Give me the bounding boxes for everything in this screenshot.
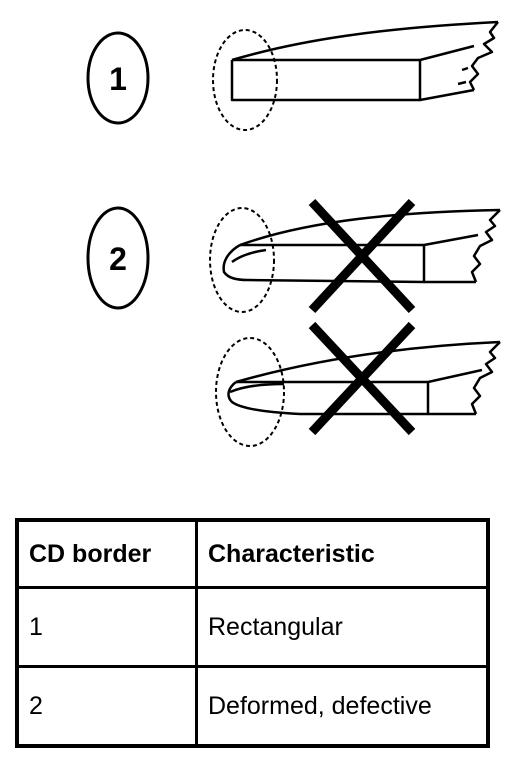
rectangular-edge-profile	[230, 20, 499, 102]
cell-border-2: 2	[15, 665, 198, 748]
deformed-edge-profile-a	[222, 208, 501, 284]
label-1-oval	[86, 31, 150, 125]
deformed-edge-profile-b	[227, 340, 501, 416]
label-1-text: 1	[109, 61, 127, 97]
table-row: 1 Rectangular	[15, 586, 490, 668]
cd-border-table: CD border Characteristic 1 Rectangular 2…	[15, 518, 490, 748]
label-2-oval	[86, 206, 150, 310]
cell-border-1: 1	[15, 586, 198, 668]
cd-border-table-container: CD border Characteristic 1 Rectangular 2…	[15, 518, 490, 748]
cell-characteristic-2: Deformed, defective	[195, 665, 490, 748]
highlight-ellipse-1	[212, 29, 278, 131]
cross-mark-b	[308, 321, 416, 436]
cross-mark-a	[308, 198, 416, 314]
header-characteristic: Characteristic	[195, 518, 490, 589]
table-header-row: CD border Characteristic	[15, 518, 490, 589]
highlight-ellipse-2a	[209, 207, 275, 313]
cd-border-diagram: 1 2	[86, 20, 501, 447]
label-2-text: 2	[109, 241, 127, 277]
cell-characteristic-1: Rectangular	[195, 586, 490, 668]
highlight-ellipse-2b	[215, 337, 285, 447]
table-row: 2 Deformed, defective	[15, 665, 490, 748]
header-cd-border: CD border	[15, 518, 198, 589]
